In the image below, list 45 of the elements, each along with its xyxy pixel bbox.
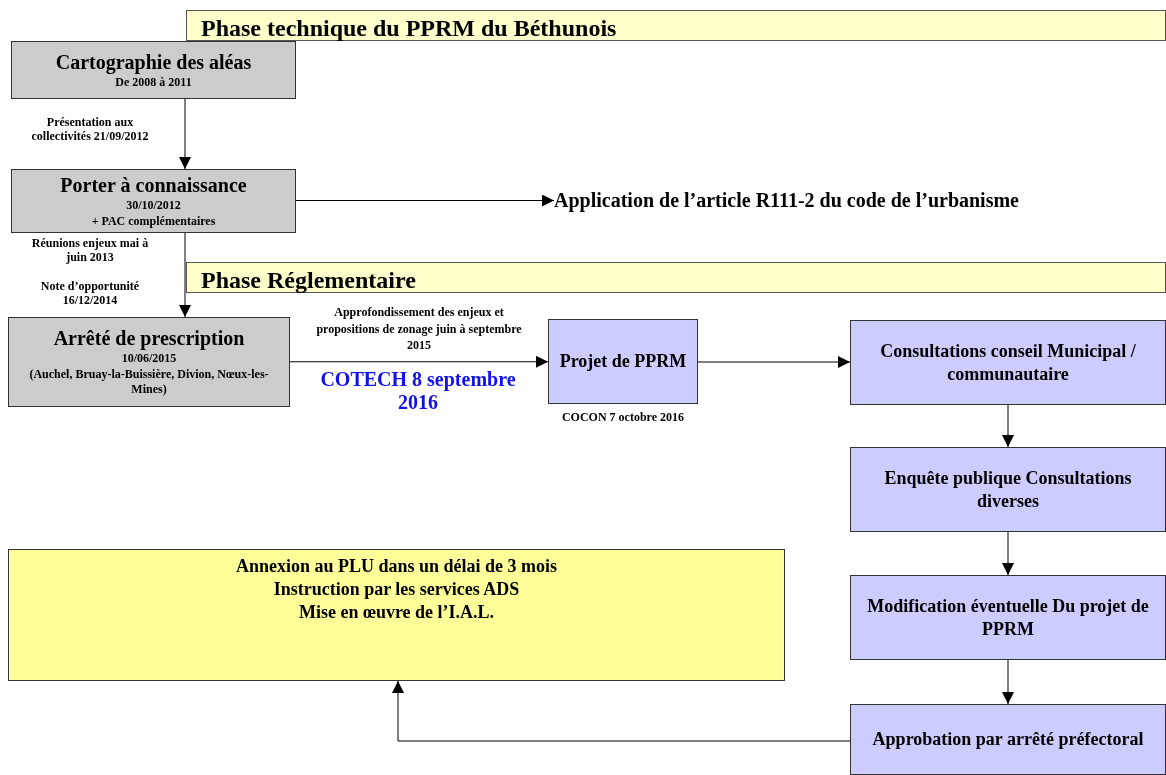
step-note: Réunions enjeux mai à juin 2013 xyxy=(30,236,150,265)
step-note: Présentation aux collectivités 21/09/2012 xyxy=(30,115,150,144)
node-title: Cartographie des aléas xyxy=(55,49,252,75)
arrow xyxy=(392,680,851,742)
process-box xyxy=(11,169,296,233)
phase-banner xyxy=(186,262,1166,293)
node-title: Arrêté de prescription xyxy=(53,326,245,352)
node-title: Phase technique du PPRM du Béthunois xyxy=(201,16,617,40)
process-box xyxy=(850,575,1166,660)
arrow xyxy=(1002,531,1014,576)
process-box xyxy=(8,317,290,407)
node-detail: (Auchel, Bruay-la-Buissière, Divion, Nœux-les-Mines) xyxy=(28,366,270,398)
node-title: Consultations conseil Municipal / communautaire xyxy=(879,340,1137,385)
node-detail: 30/10/2012 xyxy=(126,197,181,214)
process-box xyxy=(850,704,1166,775)
node-title: Modification éventuelle Du projet de PPRM xyxy=(866,595,1150,640)
node-detail: 10/06/2015 xyxy=(121,351,177,367)
process-box xyxy=(850,320,1166,405)
node-caption: COCON 7 octobre 2016 xyxy=(560,410,686,425)
outcome-box xyxy=(8,549,785,681)
arrow xyxy=(295,194,555,207)
meeting-note: COTECH 8 septembre 2016 xyxy=(319,368,517,414)
arrow xyxy=(179,98,191,170)
node-title: Phase Réglementaire xyxy=(201,268,416,292)
node-title: Annexion au PLU dans un délai de 3 mois xyxy=(235,555,558,578)
node-title: Application de l’article R111-2 du code de l’urbanisme xyxy=(554,187,1019,213)
node-title: Enquête publique Consultations diverses xyxy=(883,467,1133,512)
process-box xyxy=(548,319,698,404)
node-detail: + PAC complémentaires xyxy=(91,213,216,230)
step-note: Note d’opportunité 16/12/2014 xyxy=(39,279,141,308)
arrow xyxy=(1002,659,1014,705)
node-title: Porter à connaissance xyxy=(60,172,247,198)
process-box xyxy=(850,447,1166,532)
node-detail: Instruction par les services ADS xyxy=(273,577,520,601)
node-detail: Mise en œuvre de l’I.A.L. xyxy=(298,601,495,625)
arrow xyxy=(289,355,549,368)
node-detail: De 2008 à 2011 xyxy=(115,74,192,91)
phase-banner xyxy=(186,10,1166,41)
node-title: Approbation par arrêté préfectoral xyxy=(872,728,1144,751)
edge-label: Approfondissement des enjeux et propositions de zonage juin à septembre 2015 xyxy=(315,303,523,355)
arrow xyxy=(179,232,191,318)
process-box xyxy=(11,41,296,99)
arrow xyxy=(1002,404,1014,448)
node-title: Projet de PPRM xyxy=(559,350,687,373)
arrow xyxy=(697,356,851,368)
